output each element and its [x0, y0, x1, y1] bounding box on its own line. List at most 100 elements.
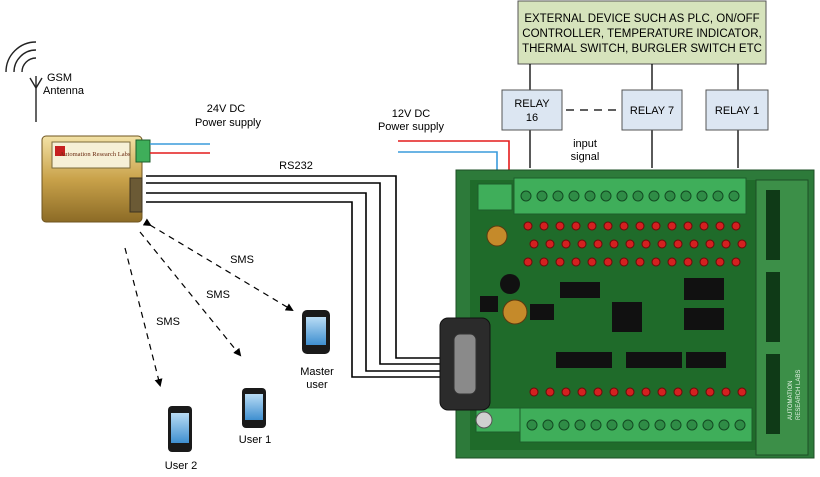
power-24v-label-2: Power supply: [195, 117, 262, 129]
board-led: [667, 257, 677, 267]
board-led: [689, 239, 699, 249]
relay-1-box: RELAY 1: [705, 89, 769, 131]
board-led: [603, 257, 613, 267]
board-led: [529, 239, 539, 249]
relay-7-box: RELAY 7: [621, 89, 683, 131]
terminal-screw: [696, 190, 708, 202]
controller-board: AUTOMATION RESEARCH LABS: [439, 169, 815, 459]
terminal-screw: [584, 190, 596, 202]
board-led: [571, 257, 581, 267]
board-led: [683, 221, 693, 231]
board-led: [587, 221, 597, 231]
sms-label-2: SMS: [206, 289, 230, 301]
board-led: [593, 387, 603, 397]
input-signal-label-1: input: [573, 138, 597, 150]
board-led: [539, 257, 549, 267]
board-led: [587, 257, 597, 267]
board-led: [609, 239, 619, 249]
master-phone-icon: [302, 310, 330, 354]
board-led: [609, 387, 619, 397]
board-led: [523, 221, 533, 231]
board-led: [539, 221, 549, 231]
board-led: [641, 387, 651, 397]
terminal-screw: [568, 190, 580, 202]
board-brand-1: AUTOMATION: [788, 381, 794, 420]
board-led: [603, 221, 613, 231]
board-led: [635, 257, 645, 267]
power-24v-label-1: 24V DC: [207, 103, 246, 115]
terminal-screw: [632, 190, 644, 202]
terminal-screw: [552, 190, 564, 202]
modem-logo-icon: [55, 146, 65, 156]
terminal-screw: [590, 419, 602, 431]
terminal-screw: [648, 190, 660, 202]
board-led: [577, 239, 587, 249]
board-led: [635, 221, 645, 231]
board-led: [731, 221, 741, 231]
device-relay-connectors: [529, 64, 739, 168]
board-led: [651, 257, 661, 267]
user2-label: User 2: [165, 460, 197, 472]
sms-arrow-user1: [139, 231, 242, 357]
terminal-screw: [686, 419, 698, 431]
sms-arrow-user2: [124, 247, 163, 387]
terminal-screw: [712, 190, 724, 202]
relay-1-label: RELAY 1: [715, 105, 759, 117]
board-led: [561, 239, 571, 249]
sms-label-1: SMS: [230, 254, 254, 266]
terminal-screw: [542, 419, 554, 431]
antenna-label: Antenna: [43, 85, 85, 97]
power-wires-24v: [150, 143, 210, 154]
terminal-screw: [638, 419, 650, 431]
board-led: [651, 221, 661, 231]
user1-phone-icon: [242, 388, 266, 428]
terminal-screw: [536, 190, 548, 202]
board-led: [721, 387, 731, 397]
board-led: [705, 387, 715, 397]
board-led: [657, 387, 667, 397]
terminal-screw: [654, 419, 666, 431]
modem-brand-label: Automation Research Labs: [60, 151, 131, 158]
master-user-label-1: Master: [300, 366, 334, 378]
sms-label-3: SMS: [156, 316, 180, 328]
board-led: [619, 257, 629, 267]
board-led: [705, 239, 715, 249]
input-signal-label-2: signal: [571, 151, 600, 163]
board-led: [555, 221, 565, 231]
external-device-box: EXTERNAL DEVICE SUCH AS PLC, ON/OFF CONT…: [517, 0, 767, 65]
board-led: [673, 387, 683, 397]
terminal-screw: [558, 419, 570, 431]
board-led: [715, 257, 725, 267]
power-wires-12v: [398, 140, 510, 175]
terminal-screw: [718, 419, 730, 431]
board-led: [737, 239, 747, 249]
terminal-screw: [574, 419, 586, 431]
user1-label: User 1: [239, 434, 271, 446]
gsm-modem: Automation Research Labs: [41, 135, 151, 223]
board-led: [683, 257, 693, 267]
board-led: [561, 387, 571, 397]
board-led: [715, 221, 725, 231]
relay-16-label-1: RELAY: [514, 98, 550, 110]
terminal-screw: [622, 419, 634, 431]
board-led: [699, 257, 709, 267]
rs232-label: RS232: [279, 160, 313, 172]
sms-arrows: [124, 218, 294, 387]
terminal-screw: [600, 190, 612, 202]
board-led: [571, 221, 581, 231]
board-led: [545, 239, 555, 249]
board-terminals: [520, 190, 746, 431]
board-led: [731, 257, 741, 267]
antenna-icon: [5, 41, 43, 122]
terminal-screw: [670, 419, 682, 431]
terminal-screw: [616, 190, 628, 202]
terminal-screw: [520, 190, 532, 202]
board-led: [673, 239, 683, 249]
gsm-label: GSM: [47, 72, 72, 84]
terminal-screw: [702, 419, 714, 431]
external-device-line-2: CONTROLLER, TEMPERATURE INDICATOR,: [522, 28, 761, 40]
terminal-screw: [728, 190, 740, 202]
power-12v-label-2: Power supply: [378, 121, 445, 133]
board-led: [545, 387, 555, 397]
